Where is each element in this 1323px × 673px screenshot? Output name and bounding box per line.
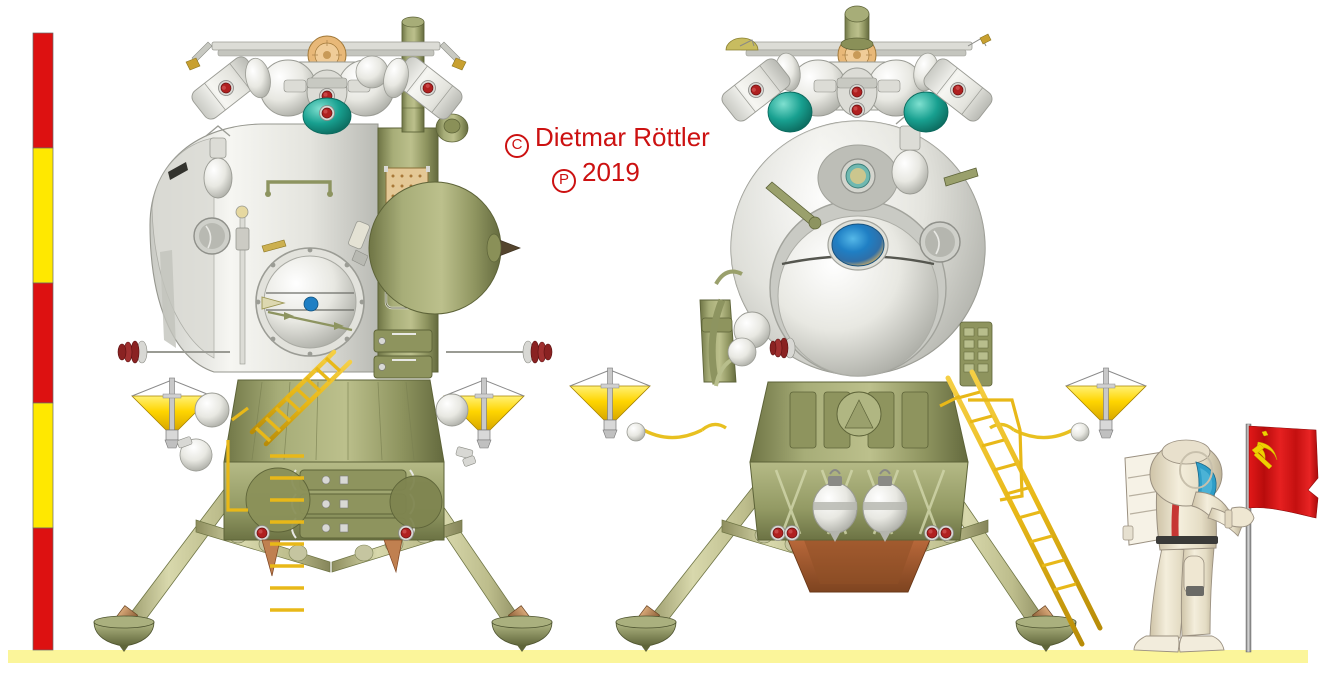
lunar-surface-strip xyxy=(8,650,1308,663)
access-ladder-side xyxy=(226,349,353,641)
spherical-tanks-front xyxy=(812,469,908,542)
copyright-name: Dietmar Röttler xyxy=(535,122,710,152)
engine-nozzle-skirt xyxy=(787,539,931,593)
cosmonaut-figure xyxy=(1122,439,1255,653)
sensor-pod-side xyxy=(203,125,233,199)
plumbing-front xyxy=(708,298,757,387)
ascent-stage-cabin-side xyxy=(149,123,379,373)
lk-lander-side-view xyxy=(93,16,553,653)
vertical-scale-bar xyxy=(32,32,54,651)
scale-segment-3 xyxy=(32,282,54,404)
rcs-cluster-front xyxy=(721,5,993,133)
soviet-flag xyxy=(1248,425,1319,519)
sensor-pod-front xyxy=(891,111,929,195)
cone-antenna-left-front xyxy=(569,367,727,442)
side-boom-dampers-side xyxy=(117,340,553,364)
scale-segment-4 xyxy=(32,402,54,529)
copyright-year: 2019 xyxy=(582,157,640,187)
scale-segment-5 xyxy=(32,527,54,651)
rear-propellant-tank-side xyxy=(368,181,521,315)
flag-pole xyxy=(1245,423,1252,653)
forward-hatch-side xyxy=(255,247,365,357)
scale-segment-2 xyxy=(32,147,54,284)
cosmonaut-with-flag xyxy=(1122,423,1319,653)
crew-cabin-front xyxy=(730,111,986,377)
hammer-and-sickle-emblem xyxy=(1251,430,1278,470)
scale-segment-1 xyxy=(32,32,54,149)
phonogram-symbol: P xyxy=(552,169,576,193)
lk-lander-front-view xyxy=(569,5,1147,653)
rcs-cluster-side xyxy=(185,35,467,135)
copyright-symbol: C xyxy=(505,134,529,158)
access-ladder-front xyxy=(939,369,1103,647)
descent-stage-front xyxy=(749,381,969,542)
